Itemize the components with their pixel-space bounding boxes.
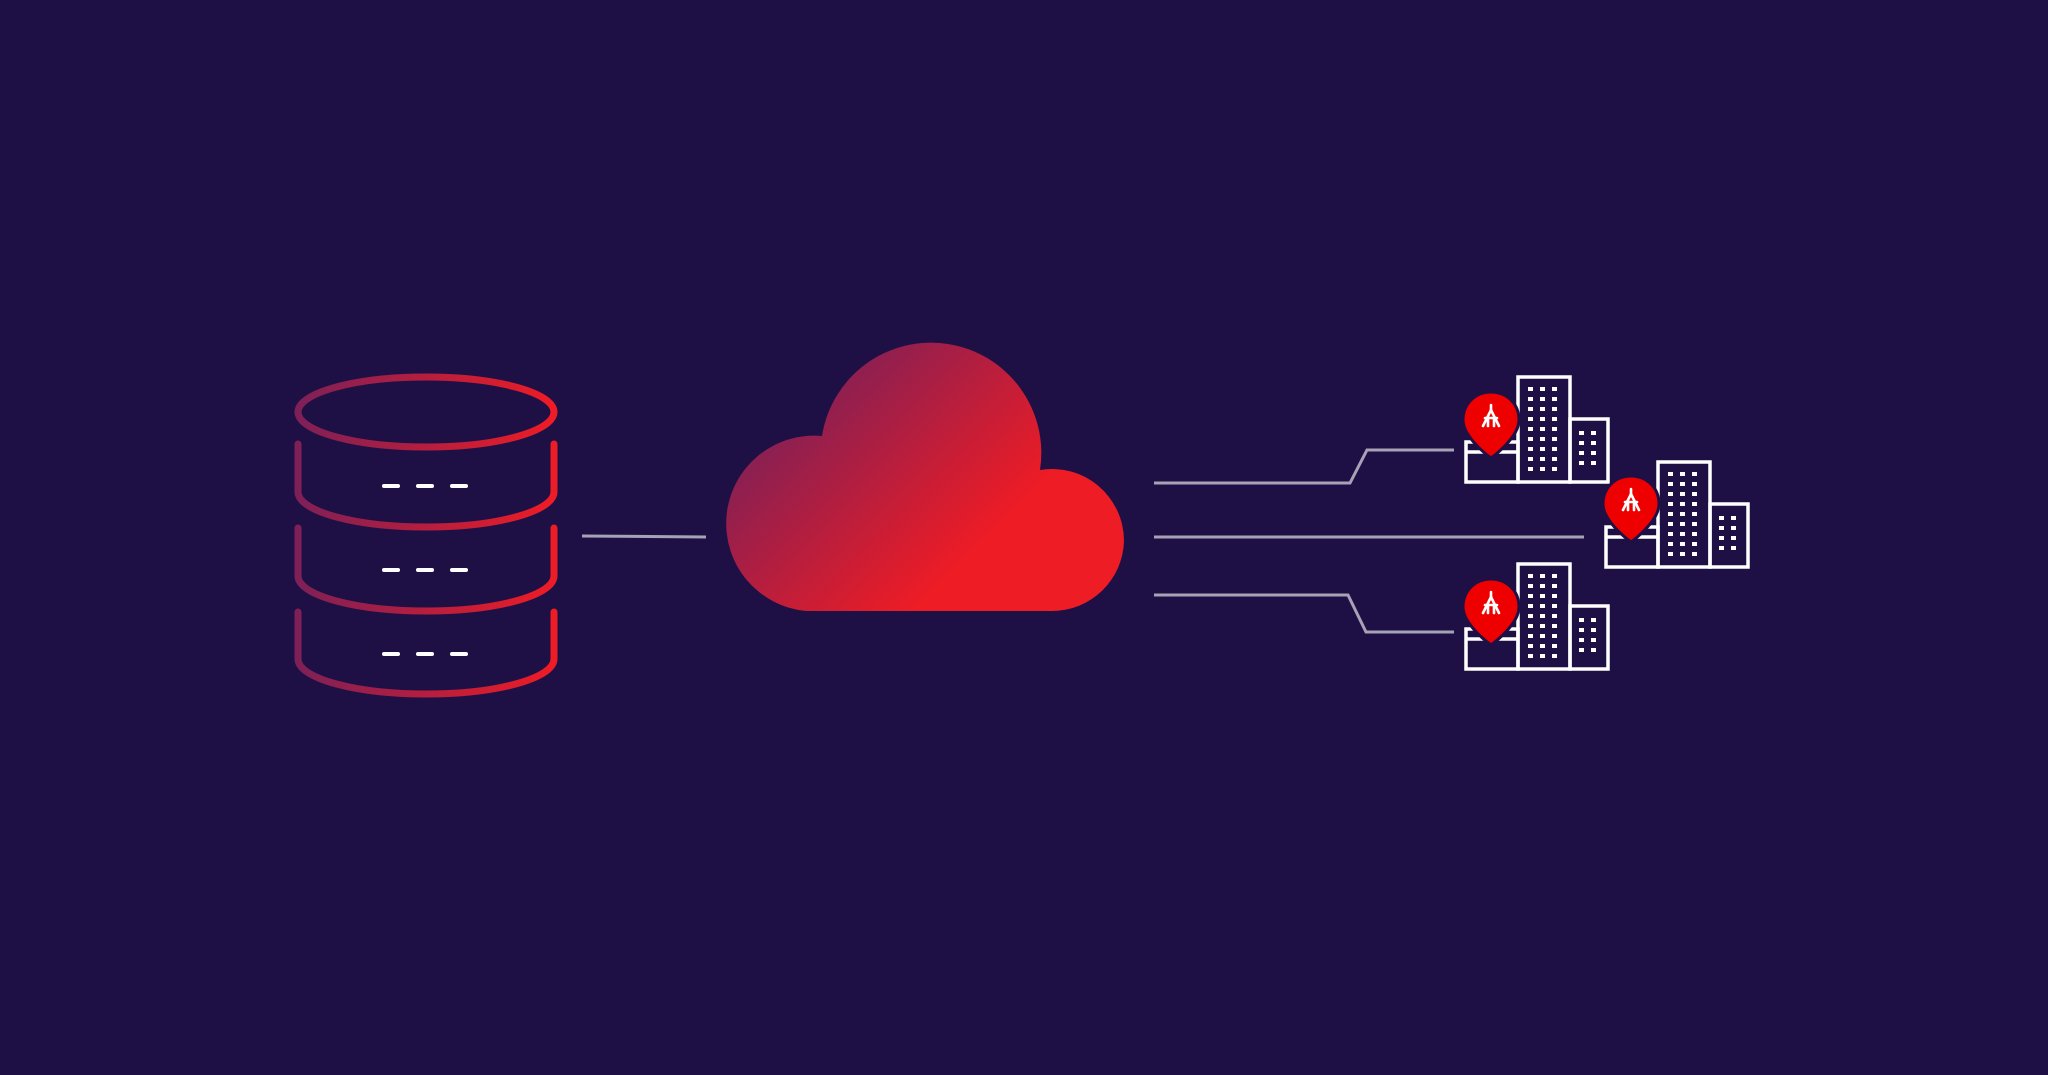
database-to-cloud-connector xyxy=(581,534,707,539)
location-pin-icon xyxy=(1601,474,1661,544)
destination-1 xyxy=(1461,375,1610,484)
destination-3 xyxy=(1461,562,1610,671)
database-top-ellipse xyxy=(294,373,558,451)
database-segment-2 xyxy=(294,524,558,615)
location-pin-icon xyxy=(1461,577,1521,647)
connector-to-destination-1 xyxy=(1154,448,1454,485)
cloud-to-destinations-connectors xyxy=(1154,448,1584,634)
database-icon xyxy=(294,373,558,698)
destination-2 xyxy=(1601,460,1750,569)
database-dash-marks xyxy=(382,484,468,656)
database-segment-1 xyxy=(294,440,558,531)
cloud-icon xyxy=(726,342,1124,611)
location-pin-icon xyxy=(1461,390,1521,460)
database-segment-3 xyxy=(294,608,558,698)
connector-to-destination-3 xyxy=(1154,593,1454,634)
